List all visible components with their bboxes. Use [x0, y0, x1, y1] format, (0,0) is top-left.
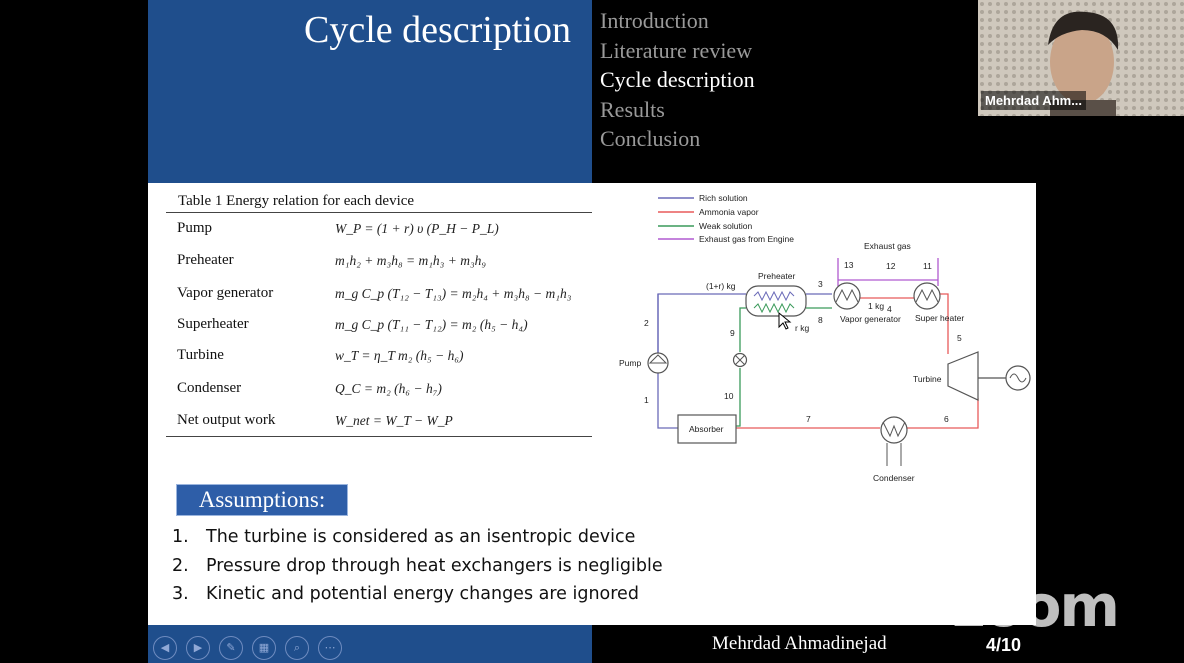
- list-item: 1. The turbine is considered as an isentr…: [172, 523, 663, 552]
- state-11: 11: [923, 261, 932, 271]
- legend-label-vapor: Ammonia vapor: [699, 207, 759, 217]
- valve-component: [732, 352, 748, 368]
- exhaust-gas-lines: [837, 258, 939, 286]
- vapor-generator-component: [833, 282, 861, 310]
- list-item-text: Kinetic and potential energy changes are…: [206, 584, 639, 604]
- page-number: 4/10: [986, 635, 1022, 655]
- label-preheater: Preheater: [758, 271, 795, 281]
- state-6: 6: [944, 414, 949, 424]
- webcam-tile[interactable]: Mehrdad Ahm...: [978, 0, 1184, 116]
- table-row-device: Superheater: [177, 316, 249, 332]
- table-bottom-rule: [166, 436, 592, 437]
- more-options-button[interactable]: ⋯: [318, 636, 342, 660]
- header-band: [148, 0, 592, 183]
- label-absorber: Absorber: [689, 424, 724, 434]
- label-condenser: Condenser: [873, 473, 915, 483]
- cycle-diagram: Rich solution Ammonia vapor Weak solutio…: [619, 193, 1031, 483]
- state-8: 8: [818, 315, 823, 325]
- participant-name: Mehrdad Ahm...: [981, 91, 1087, 110]
- table-row-equation: W_P = (1 + r) υ (P_H − P_L): [335, 221, 499, 236]
- table-row-equation: m₁h₂ + m₃h₈ = m₁h₃ + m₃h₉: [335, 253, 487, 268]
- footer-author: Mehrdad Ahmadinejad: [712, 633, 887, 654]
- mouse-cursor-icon: [778, 311, 792, 330]
- ammonia-vapor-lines: [736, 293, 979, 429]
- state-10: 10: [724, 391, 734, 401]
- zoom-slide-button[interactable]: ⌕: [285, 636, 309, 660]
- assumptions-list: 1. The turbine is considered as an isentr…: [172, 523, 663, 609]
- prev-icon: ◀: [160, 641, 170, 654]
- nav-item-literature-review: Literature review: [600, 37, 753, 63]
- table-row-device: Vapor generator: [177, 285, 274, 301]
- state-13: 13: [844, 260, 854, 270]
- footer-band: [148, 625, 592, 663]
- nav-item-results: Results: [600, 96, 665, 122]
- list-item-number: 1.: [172, 527, 189, 547]
- nav-item-conclusion: Conclusion: [600, 126, 701, 151]
- footer-author-band: [592, 625, 1036, 663]
- diagram-legend: Rich solution Ammonia vapor Weak solutio…: [658, 193, 794, 244]
- state-3: 3: [818, 279, 823, 289]
- table-row-equation: m_g C_p (T₁₁ − T₁₂) = m₂ (h₅ − h₄): [335, 317, 528, 332]
- table-row-equation: w_T = η_T m₂ (h₅ − h₆): [335, 348, 464, 363]
- list-item: 2. Pressure drop through heat exchangers …: [172, 552, 663, 581]
- list-item-number: 2.: [172, 555, 189, 576]
- weak-solution-lines: [736, 307, 832, 427]
- slide-title: Cycle description: [304, 9, 571, 51]
- list-item-text: The turbine is considered as an isentrop…: [206, 527, 636, 547]
- table-row-device: Preheater: [177, 252, 234, 268]
- header-nav-band: [592, 0, 978, 183]
- table-top-rule: [166, 212, 592, 213]
- condenser-component: [880, 416, 908, 466]
- slide-body: [148, 183, 1036, 625]
- nav-item-introduction: Introduction: [600, 8, 709, 33]
- table-row-device: Net output work: [177, 412, 276, 428]
- legend-label-exhaust: Exhaust gas from Engine: [699, 234, 794, 244]
- list-item: 3. Kinetic and potential energy changes a…: [172, 580, 663, 609]
- legend-label-weak: Weak solution: [699, 221, 753, 231]
- turbine-component: [947, 351, 1031, 401]
- section-nav: Introduction Literature review Cycle des…: [600, 6, 755, 154]
- pen-icon: ✎: [226, 641, 236, 654]
- table-row-equation: Q_C = m₂ (h₆ − h₇): [335, 381, 442, 396]
- table-row-equation: m_g C_p (T₁₂ − T₁₃) = m₂h₄ + m₃h₈ − m₁h₃: [335, 286, 572, 301]
- label-flow-vapor: 1 kg: [868, 301, 884, 311]
- nav-item-cycle-description: Cycle description: [600, 67, 755, 92]
- state-1: 1: [644, 395, 649, 405]
- list-item-text: Pressure drop through heat exchangers is…: [206, 555, 663, 576]
- next-slide-button[interactable]: ▶: [186, 636, 210, 660]
- prev-slide-button[interactable]: ◀: [153, 636, 177, 660]
- state-7: 7: [806, 414, 811, 424]
- table-row-device: Pump: [177, 220, 213, 236]
- zoom-icon: ⌕: [293, 641, 301, 654]
- label-super-heater: Super heater: [915, 313, 964, 323]
- list-item-number: 3.: [172, 584, 189, 604]
- pen-button[interactable]: ✎: [219, 636, 243, 660]
- label-vapor-generator: Vapor generator: [840, 314, 901, 324]
- table-row-equation: W_net = W_T − W_P: [335, 413, 453, 428]
- label-flow-rich: (1+r) kg: [706, 281, 736, 291]
- state-12: 12: [886, 261, 896, 271]
- state-5: 5: [957, 333, 962, 343]
- state-2: 2: [644, 318, 649, 328]
- next-icon: ▶: [193, 641, 203, 654]
- pump-component: [647, 352, 669, 374]
- label-exhaust-gas: Exhaust gas: [864, 241, 911, 251]
- zoom-watermark-logo: zoom: [952, 572, 1120, 640]
- see-all-slides-button[interactable]: ▦: [252, 636, 276, 660]
- state-9: 9: [730, 328, 735, 338]
- label-turbine: Turbine: [913, 374, 942, 384]
- table-caption: Table 1 Energy relation for each device: [178, 193, 415, 209]
- preheater-component: [745, 285, 807, 317]
- more-icon: ⋯: [324, 641, 336, 654]
- label-flow-weak: r kg: [795, 323, 809, 333]
- label-pump: Pump: [619, 358, 641, 368]
- super-heater-component: [913, 282, 941, 310]
- slides-icon: ▦: [258, 641, 270, 654]
- absorber-component: [677, 414, 737, 444]
- legend-label-rich: Rich solution: [699, 193, 748, 203]
- state-4: 4: [887, 304, 892, 314]
- assumptions-heading: Assumptions:: [176, 484, 348, 516]
- table-row-device: Condenser: [177, 380, 242, 396]
- table-row-device: Turbine: [177, 347, 224, 363]
